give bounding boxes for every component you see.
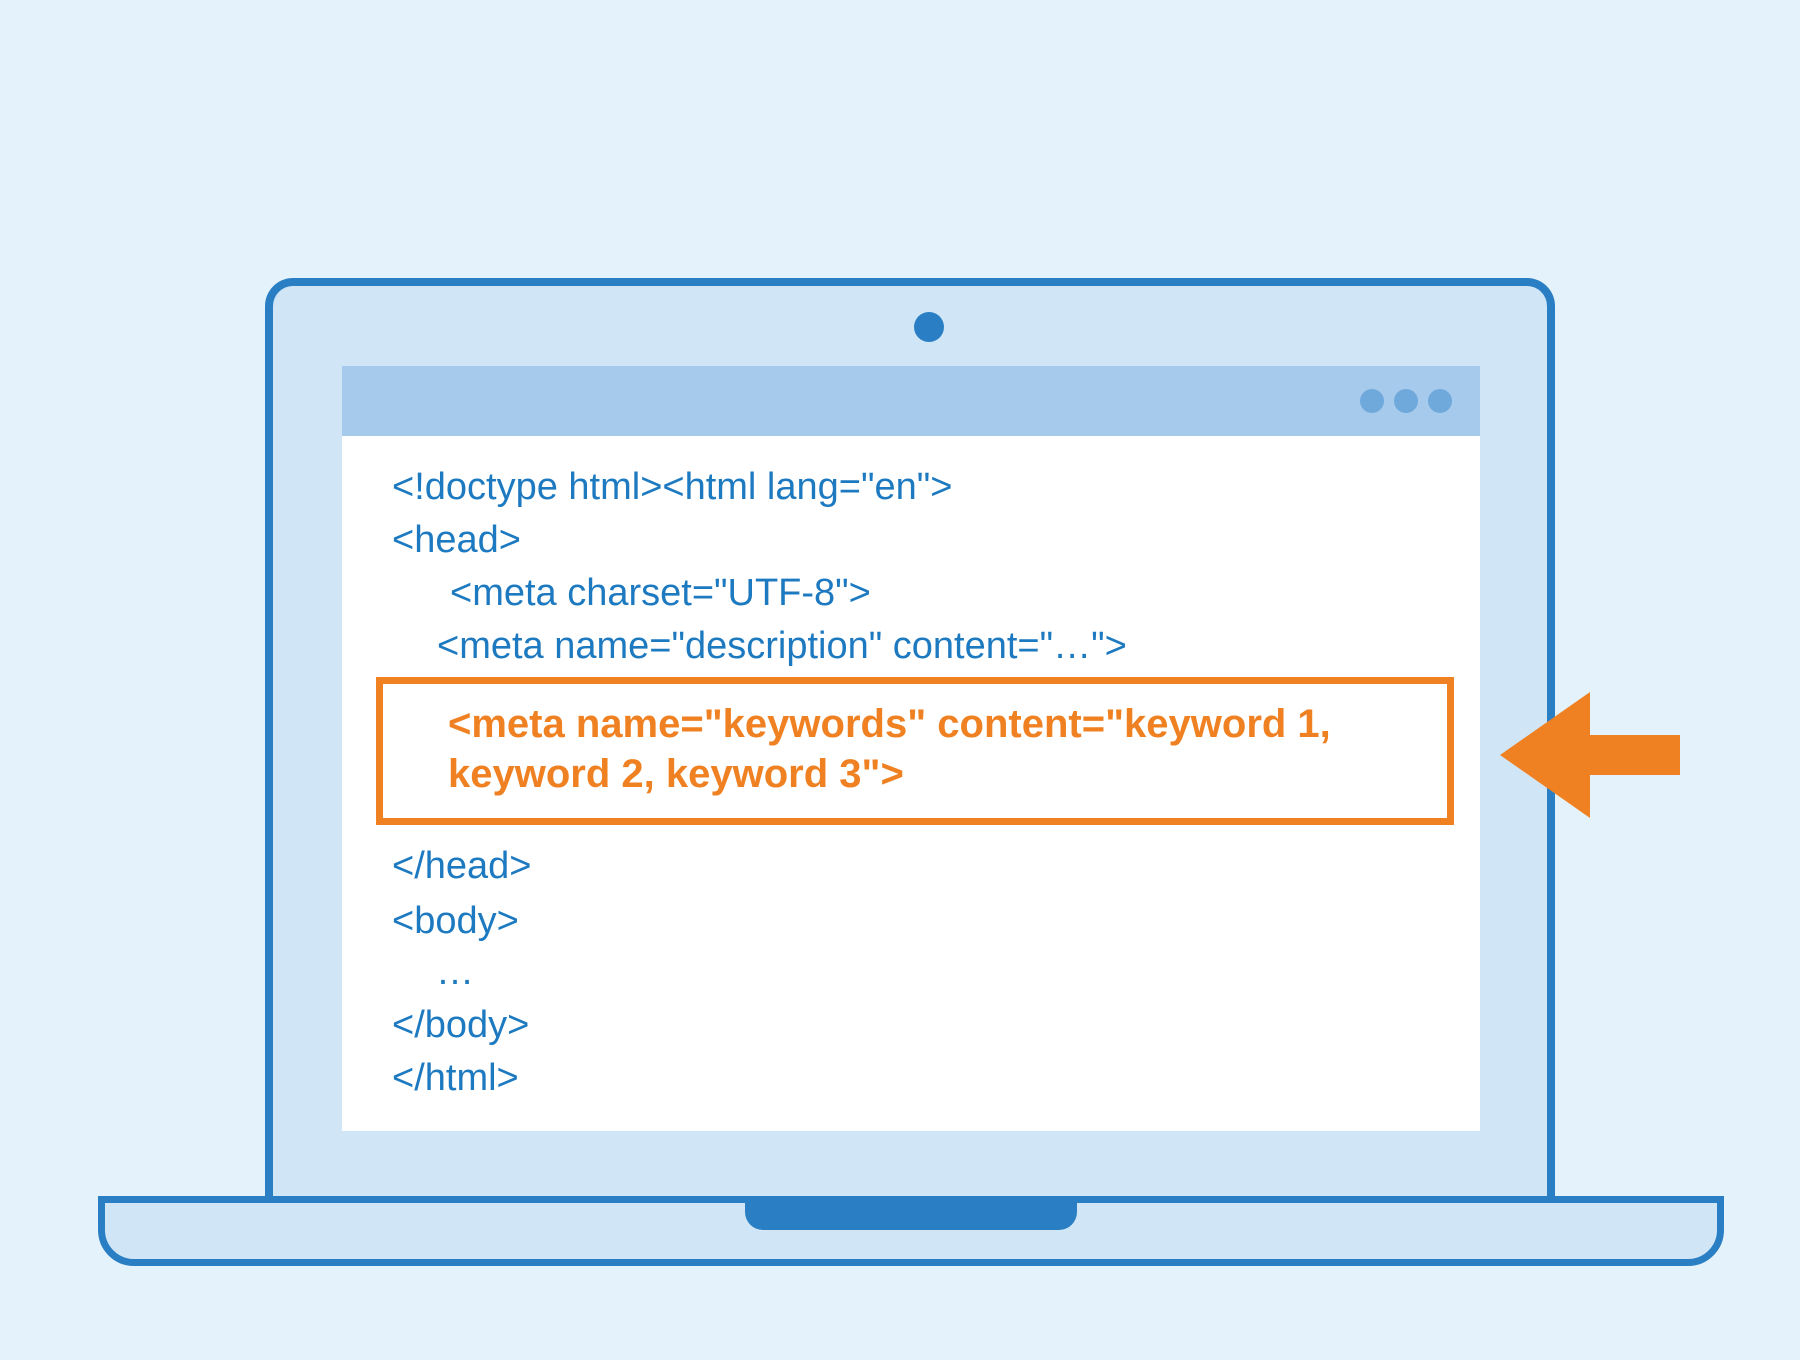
window-dot-icon — [1428, 389, 1452, 413]
highlight-line-keywords: <meta name="keywords" content="keyword 1… — [448, 702, 1331, 746]
code-line-meta-description: <meta name="description" content="…"> — [437, 625, 1127, 667]
left-arrow-icon — [1500, 692, 1680, 818]
code-line-html-close: </html> — [392, 1057, 519, 1099]
browser-window — [342, 366, 1480, 1131]
code-line-head-close: </head> — [392, 845, 532, 887]
highlight-box — [376, 677, 1454, 825]
code-line-body-open: <body> — [392, 900, 519, 942]
window-dot-icon — [1394, 389, 1418, 413]
laptop-base-notch — [745, 1200, 1077, 1230]
window-dot-icon — [1360, 389, 1384, 413]
camera-icon — [914, 312, 944, 342]
code-line-meta-charset: <meta charset="UTF-8"> — [450, 572, 871, 614]
highlight-line-keywords-cont: keyword 2, keyword 3"> — [448, 752, 904, 796]
code-line-doctype: <!doctype html><html lang="en"> — [392, 466, 953, 508]
code-line-body-close: </body> — [392, 1004, 530, 1046]
code-line-head-open: <head> — [392, 519, 521, 561]
code-line-ellipsis: … — [436, 951, 474, 993]
browser-titlebar — [342, 366, 1480, 436]
